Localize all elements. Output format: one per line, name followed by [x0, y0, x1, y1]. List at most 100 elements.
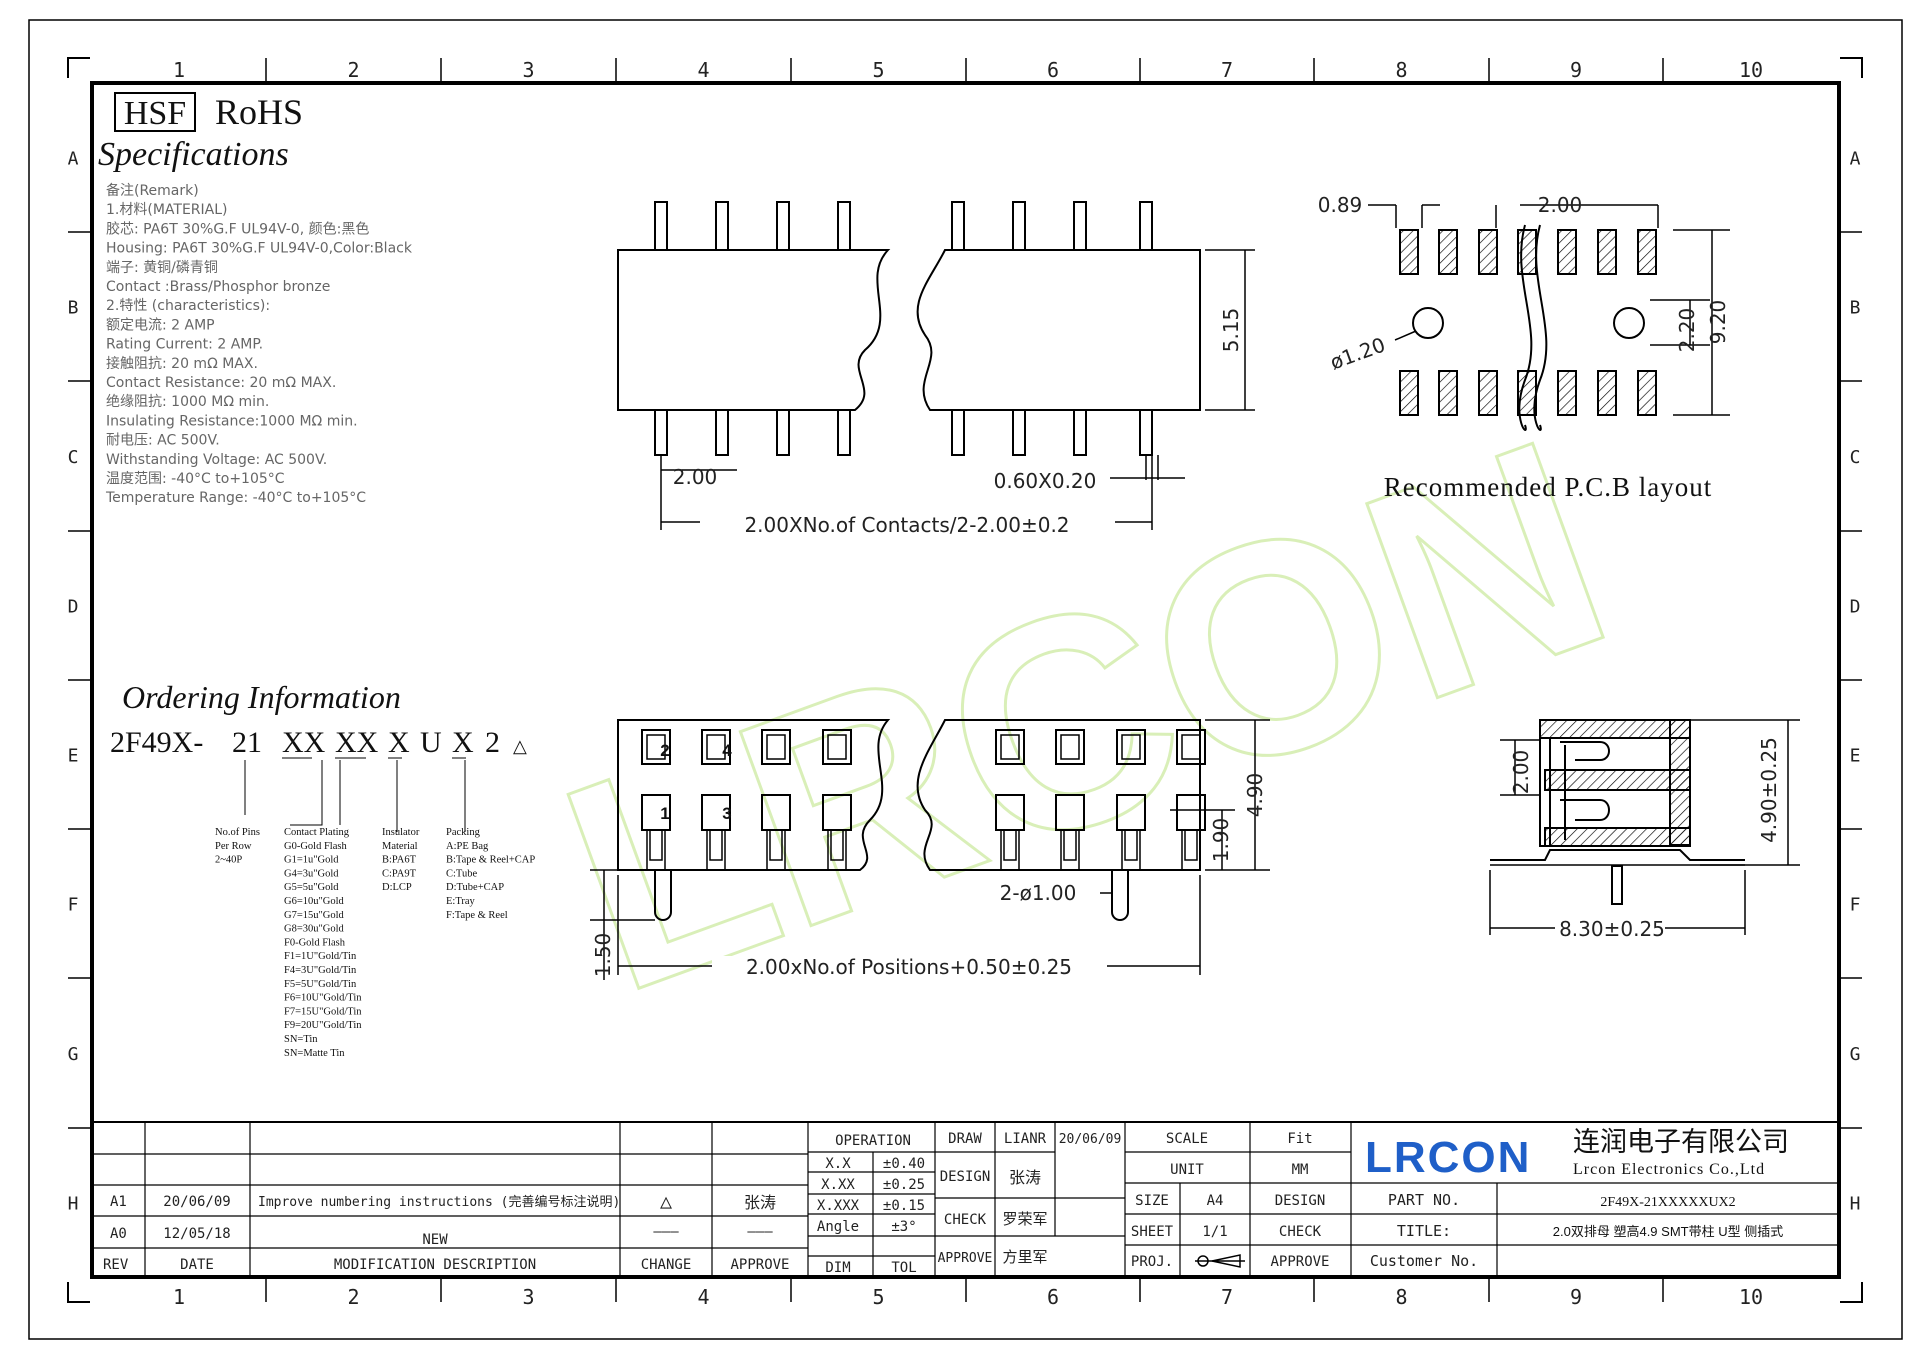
ordering-option: G1=1u"Gold	[284, 855, 339, 866]
spec-line: Withstanding Voltage: AC 500V.	[106, 452, 327, 468]
front-contact	[827, 830, 847, 870]
dim-top-pitch: 2.00	[673, 465, 718, 489]
ordering-option: Insulator	[382, 827, 420, 838]
projection-symbol-icon	[1195, 1254, 1245, 1268]
signoff-draw-name: LIANR	[1004, 1131, 1047, 1147]
spec-line: 耐电压: AC 500V.	[106, 433, 220, 449]
ordering-code-part: X	[388, 726, 410, 759]
zone-label-top: 10	[1739, 58, 1763, 82]
ordering-option: F:Tape & Reel	[446, 910, 508, 921]
ordering-option: C:PA9T	[382, 868, 417, 879]
zone-label-bottom: 7	[1221, 1285, 1233, 1309]
dim-front-length: 2.00xNo.of Positions+0.50±0.25	[746, 955, 1072, 979]
top-pin	[776, 409, 790, 456]
top-pin	[1139, 201, 1153, 251]
ordering-code-part: XX	[282, 726, 326, 759]
ordering-option: F4=3U"Gold/Tin	[284, 965, 357, 976]
rev-a1-desc: Improve numbering instructions (完善编号标注说明…	[258, 1194, 620, 1210]
spec-line: Rating Current: 2 AMP.	[106, 337, 263, 353]
zone-label-left: G	[68, 1044, 79, 1065]
company-name-en: Lrcon Electronics Co.,Ltd	[1573, 1161, 1765, 1178]
dim-front-190: 1.90	[1209, 818, 1233, 863]
top-pin	[837, 201, 851, 251]
top-body-left	[617, 249, 891, 411]
zone-label-bottom: 9	[1570, 1285, 1582, 1309]
zone-label-top: 6	[1047, 58, 1059, 82]
tol-row-label: X.X	[825, 1156, 851, 1172]
tol-row-value: ±0.15	[883, 1198, 925, 1214]
top-pin	[1139, 409, 1153, 456]
top-view: 5.15 2.00 0.60X0.20 2.00XNo.of Contacts/…	[617, 201, 1255, 537]
ordering-option: 2~40P	[215, 855, 242, 866]
info-sheet: SHEET	[1131, 1224, 1174, 1240]
zone-label-top: 4	[697, 58, 709, 82]
zone-label-bottom: 4	[697, 1285, 709, 1309]
spec-line: Insulating Resistance:1000 MΩ min.	[106, 413, 358, 429]
pcb-pad	[1438, 229, 1458, 275]
zone-label-top: 5	[872, 58, 884, 82]
pin-number: 4	[722, 741, 732, 760]
ordering-option: No.of Pins	[215, 827, 260, 838]
zone-label-left: B	[68, 298, 79, 319]
dim-top-length: 2.00XNo.of Contacts/2-2.00±0.2	[744, 513, 1069, 537]
front-cavity-bottom	[822, 794, 852, 831]
ordering-option: F0-Gold Flash	[284, 937, 346, 948]
part-number: 2F49X-21XXXXXUX2	[1600, 1195, 1735, 1210]
dim-pcb-089: 0.89	[1318, 193, 1363, 217]
front-cavity-inner	[827, 734, 847, 760]
front-body-right	[916, 719, 1201, 871]
zone-label-left: F	[68, 895, 79, 916]
zone-label-left: E	[68, 746, 79, 767]
spec-line: 温度范围: -40°C to+105°C	[106, 470, 285, 487]
side-view: 2.00 4.90±0.25 8.30±0.25	[1489, 719, 1800, 941]
rev-header-change: CHANGE	[641, 1257, 692, 1273]
hsf-badge: HSF	[124, 95, 186, 132]
pcb-pad	[1557, 229, 1577, 275]
spec-line: 胶芯: PA6T 30%G.F UL94V-0, 颜色:黑色	[106, 220, 369, 237]
signoff-draw: DRAW	[948, 1131, 982, 1147]
pcb-pad	[1557, 370, 1577, 416]
top-pin	[1012, 409, 1026, 456]
signoff-check: CHECK	[944, 1212, 987, 1228]
front-contact	[646, 830, 666, 870]
signoff-approve: APPROVE	[938, 1251, 993, 1266]
front-cavity-top	[1116, 729, 1146, 765]
top-pin	[654, 201, 668, 251]
front-cavity-inner	[646, 734, 666, 760]
zone-label-left: D	[68, 597, 79, 618]
top-pin	[715, 201, 729, 251]
front-cavity-bottom	[701, 794, 731, 831]
part-label: PART NO.	[1388, 1191, 1460, 1209]
ordering-title: Ordering Information	[122, 679, 401, 715]
side-pcb-line	[1490, 849, 1745, 861]
ordering-option: SN=Tin	[284, 1034, 318, 1045]
zone-label-right: A	[1850, 149, 1861, 170]
ordering-code-part: 2F49X-	[110, 726, 203, 759]
top-pin	[951, 201, 965, 251]
front-cavity-bottom	[995, 794, 1025, 831]
ordering-option: F6=10U"Gold/Tin	[284, 993, 362, 1004]
info-scale-val: Fit	[1287, 1131, 1312, 1147]
front-contact	[1060, 830, 1080, 870]
zone-label-bottom: 3	[522, 1285, 534, 1309]
spec-title: Specifications	[98, 136, 289, 173]
pcb-pad	[1637, 370, 1657, 416]
front-cavity-top	[1055, 729, 1085, 765]
rev-a0-approve: ———	[747, 1224, 773, 1240]
zone-label-right: G	[1850, 1044, 1861, 1065]
signoff-design-name: 张涛	[1009, 1168, 1041, 1187]
front-cavity-top	[822, 729, 852, 765]
front-body-left	[617, 719, 891, 871]
rev-a1-date: 20/06/09	[163, 1194, 230, 1210]
hsf-badge-box	[114, 92, 196, 132]
spec-line: Housing: PA6T 30%G.F UL94V-0,Color:Black	[106, 241, 413, 257]
company-name-cn: 连润电子有限公司	[1573, 1127, 1789, 1157]
zone-label-left: A	[68, 149, 79, 170]
front-cavity-inner	[1181, 734, 1201, 760]
front-cavity-inner	[706, 734, 726, 760]
ordering-option: SN=Matte Tin	[284, 1048, 345, 1059]
company-logo: LRCON	[1365, 1133, 1531, 1182]
